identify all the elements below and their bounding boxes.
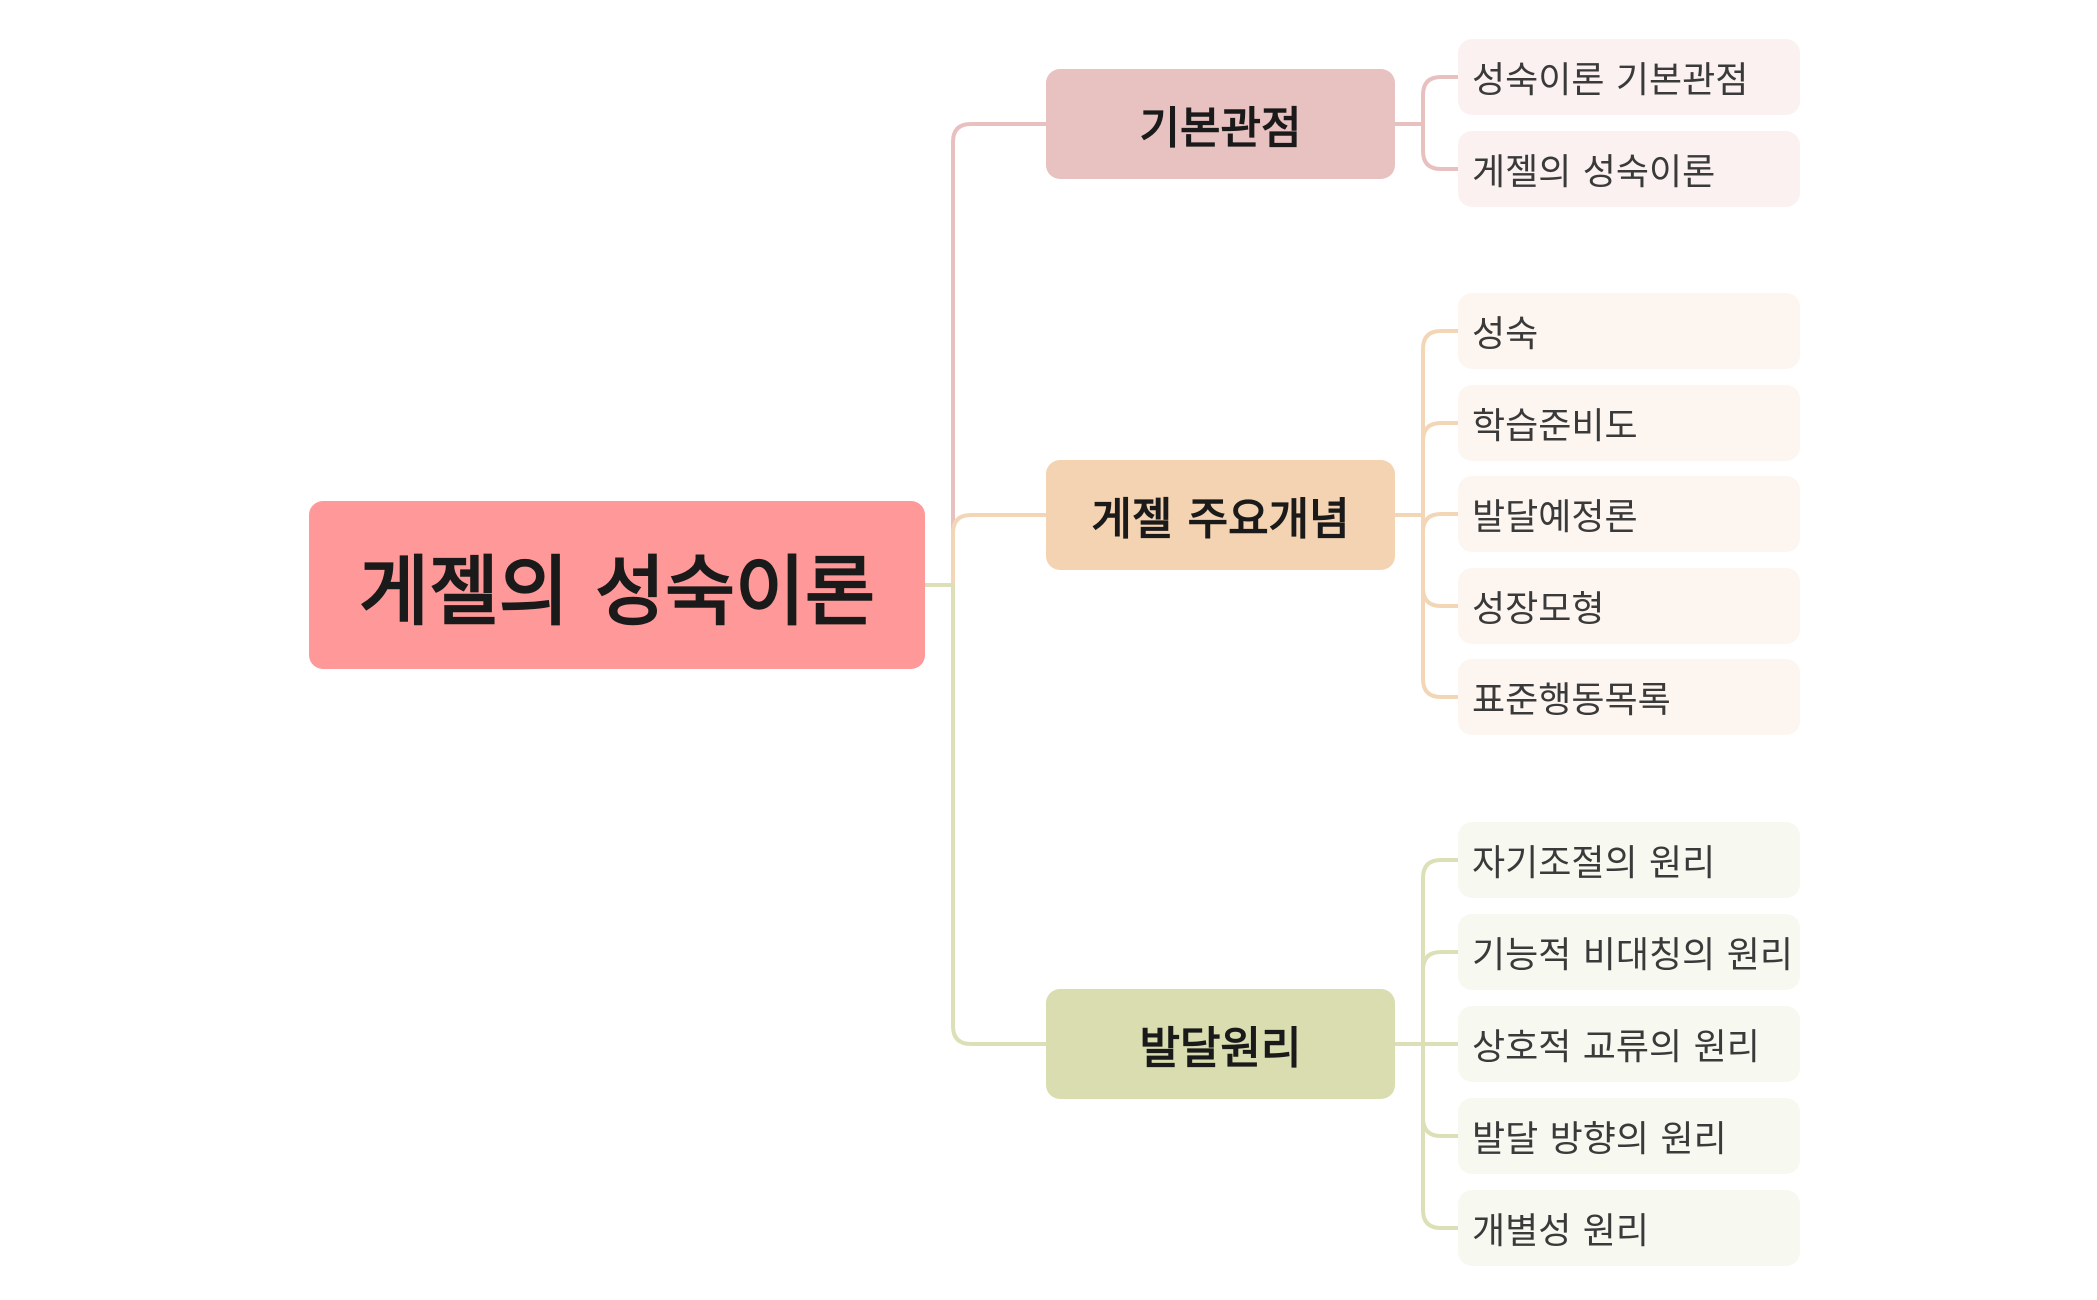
leaf-connector: [1393, 1042, 1460, 1230]
leaf-connector: [1393, 421, 1460, 517]
leaf-node[interactable]: 발달 방향의 원리: [1458, 1098, 1800, 1174]
leaf-node[interactable]: 개별성 원리: [1458, 1190, 1800, 1266]
leaf-connector: [1393, 858, 1460, 1046]
leaf-node[interactable]: 게젤의 성숙이론: [1458, 131, 1800, 207]
leaf-connector: [1393, 122, 1460, 171]
branch-connector: [923, 513, 1048, 587]
leaf-connector: [1393, 513, 1460, 608]
leaf-node[interactable]: 성숙이론 기본관점: [1458, 39, 1800, 115]
leaf-node[interactable]: 성숙: [1458, 293, 1800, 369]
leaf-node[interactable]: 자기조절의 원리: [1458, 822, 1800, 898]
leaf-connector: [1393, 513, 1460, 699]
leaf-connector: [1393, 329, 1460, 517]
branch-node[interactable]: 발달원리: [1046, 989, 1395, 1099]
leaf-connector: [1393, 950, 1460, 1046]
branch-node[interactable]: 게젤 주요개념: [1046, 460, 1395, 570]
leaf-connector: [1393, 75, 1460, 126]
leaf-node[interactable]: 표준행동목록: [1458, 659, 1800, 735]
branch-connector: [923, 122, 1048, 587]
leaf-connector: [1393, 1042, 1460, 1138]
leaf-node[interactable]: 상호적 교류의 원리: [1458, 1006, 1800, 1082]
leaf-node[interactable]: 기능적 비대칭의 원리: [1458, 914, 1800, 990]
root-node[interactable]: 게젤의 성숙이론: [309, 501, 925, 669]
leaf-node[interactable]: 발달예정론: [1458, 476, 1800, 552]
branch-connector: [923, 583, 1048, 1046]
leaf-node[interactable]: 성장모형: [1458, 568, 1800, 644]
branch-node[interactable]: 기본관점: [1046, 69, 1395, 179]
leaf-node[interactable]: 학습준비도: [1458, 385, 1800, 461]
